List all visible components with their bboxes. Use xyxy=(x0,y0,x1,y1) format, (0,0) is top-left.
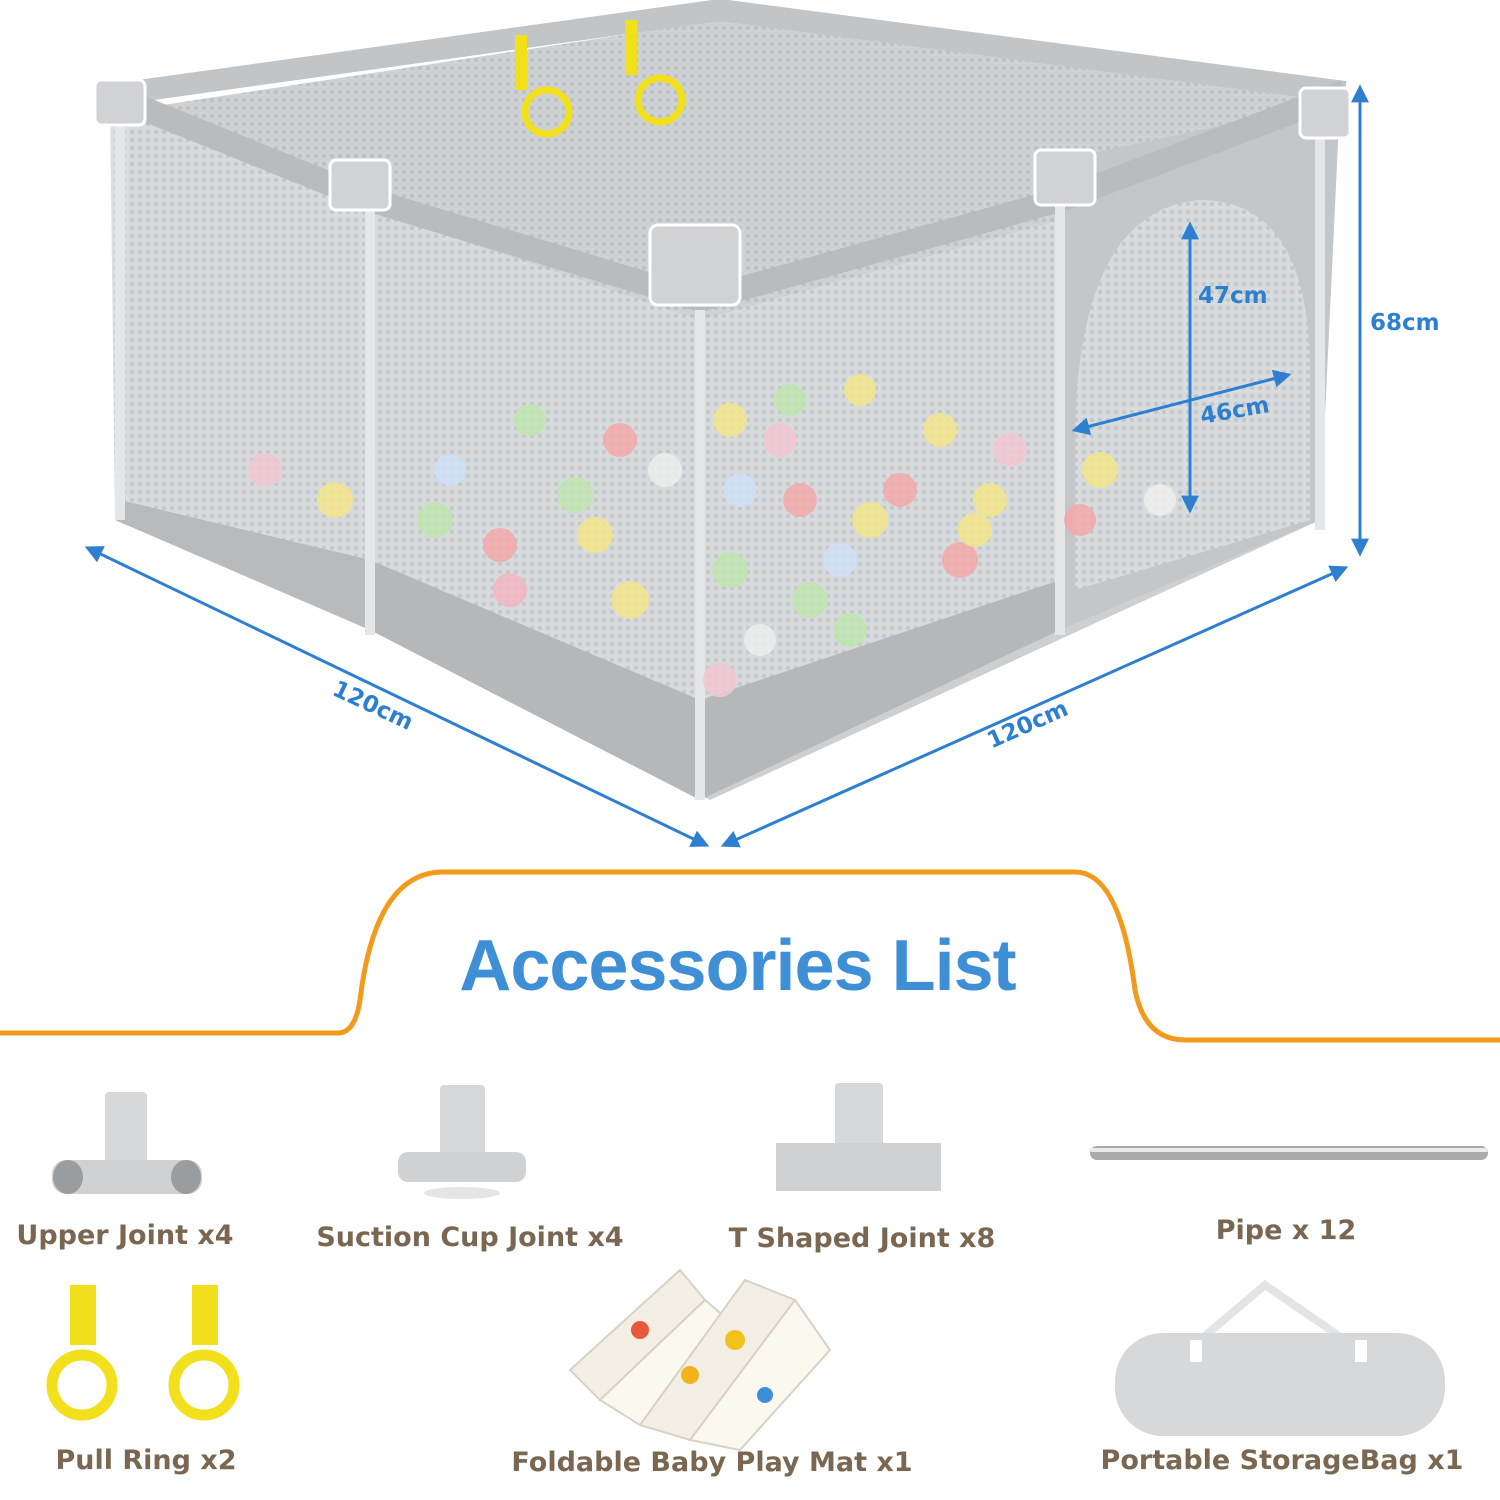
accessory-label-pipe: Pipe x 12 xyxy=(1215,1215,1357,1246)
t-shaped-joint-icon xyxy=(776,1083,941,1191)
playpen xyxy=(93,0,1352,800)
height-label: 68cm xyxy=(1370,310,1440,336)
pipe-icon xyxy=(1090,1146,1488,1160)
accessory-label-pull-ring: Pull Ring x2 xyxy=(55,1445,237,1476)
door-height-label: 47cm xyxy=(1198,283,1268,309)
storage-bag-icon xyxy=(1115,1279,1445,1436)
accessory-label-upper-joint: Upper Joint x4 xyxy=(16,1220,234,1251)
accessories-frame xyxy=(0,869,1500,1043)
pull-ring-icon xyxy=(46,1285,240,1421)
suction-cup-joint-icon xyxy=(398,1085,526,1199)
upper-joint-icon xyxy=(52,1092,202,1194)
accessory-label-storage-bag: Portable StorageBag x1 xyxy=(1100,1445,1464,1476)
accessory-label-suction-cup-joint: Suction Cup Joint x4 xyxy=(316,1222,624,1253)
accessory-label-play-mat: Foldable Baby Play Mat x1 xyxy=(511,1447,913,1478)
accessory-label-t-shaped-joint: T Shaped Joint x8 xyxy=(728,1223,996,1254)
accessories-title: Accessories List xyxy=(459,926,1016,1006)
play-mat-icon xyxy=(568,1268,832,1452)
dimension-arrows xyxy=(84,84,1369,848)
